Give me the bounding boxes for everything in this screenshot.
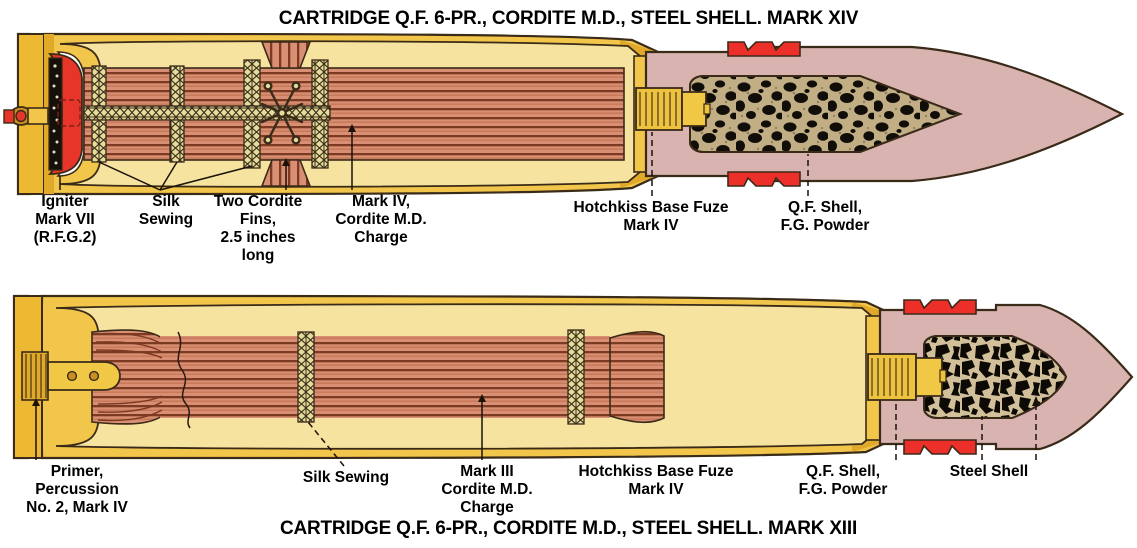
label-two-cordite-fins: Two Cordite Fins, 2.5 inches long xyxy=(213,193,303,264)
bottom-cordite-core xyxy=(160,336,610,418)
label-steel-shell: Steel Shell xyxy=(949,463,1029,480)
top-cartridge-assembly xyxy=(3,32,1125,196)
top-silk-sewing-knot xyxy=(260,81,304,145)
label-mark-iii-cordite-charge: Mark III Cordite M.D. Charge xyxy=(441,463,533,516)
top-igniter xyxy=(3,51,85,177)
top-driving-band xyxy=(727,41,801,187)
leader-top-silk-a xyxy=(98,161,161,191)
top-shell xyxy=(644,41,1125,187)
label-hotchkiss-base-fuze-bottom: Hotchkiss Base Fuze Mark IV xyxy=(578,463,734,498)
label-qf-shell-fg-powder-top: Q.F. Shell, F.G. Powder xyxy=(780,199,870,234)
bottom-driving-band xyxy=(903,299,977,455)
bottom-base-fuze xyxy=(867,353,947,401)
bottom-charge-fissure xyxy=(177,331,191,429)
bottom-shell xyxy=(878,299,1134,455)
label-silk-sewing-bottom: Silk Sewing xyxy=(302,469,390,486)
bottom-cordite-flare-left xyxy=(95,332,163,422)
bottom-fg-powder xyxy=(923,335,1068,419)
leader-lines xyxy=(32,124,1040,467)
label-silk-sewing-top: Silk Sewing xyxy=(138,193,194,228)
label-qf-shell-fg-powder-bottom: Q.F. Shell, F.G. Powder xyxy=(798,463,888,498)
label-igniter-mark-vii: Igniter Mark VII (R.F.G.2) xyxy=(33,193,97,246)
top-base-fuze xyxy=(635,87,711,131)
bottom-cartridge-assembly xyxy=(12,294,1134,460)
leader-top-silk-c xyxy=(159,165,253,191)
bottom-cordite-flare-right xyxy=(609,330,665,424)
label-primer-percussion: Primer, Percussion No. 2, Mark IV xyxy=(26,463,128,516)
top-diagram-title: CARTRIDGE Q.F. 6-PR., CORDITE M.D., STEE… xyxy=(278,8,859,29)
leader-top-silk-b xyxy=(159,161,178,191)
top-fg-powder xyxy=(689,75,963,153)
label-mark-iv-cordite-charge: Mark IV, Cordite M.D. Charge xyxy=(335,193,427,246)
bottom-primer xyxy=(21,351,121,401)
bottom-silk-sewing-bands xyxy=(297,329,585,425)
label-hotchkiss-base-fuze-top: Hotchkiss Base Fuze Mark IV xyxy=(573,199,729,234)
top-silk-sewing-run xyxy=(83,105,331,121)
bottom-diagram-title: CARTRIDGE Q.F. 6-PR., CORDITE M.D., STEE… xyxy=(279,518,858,539)
